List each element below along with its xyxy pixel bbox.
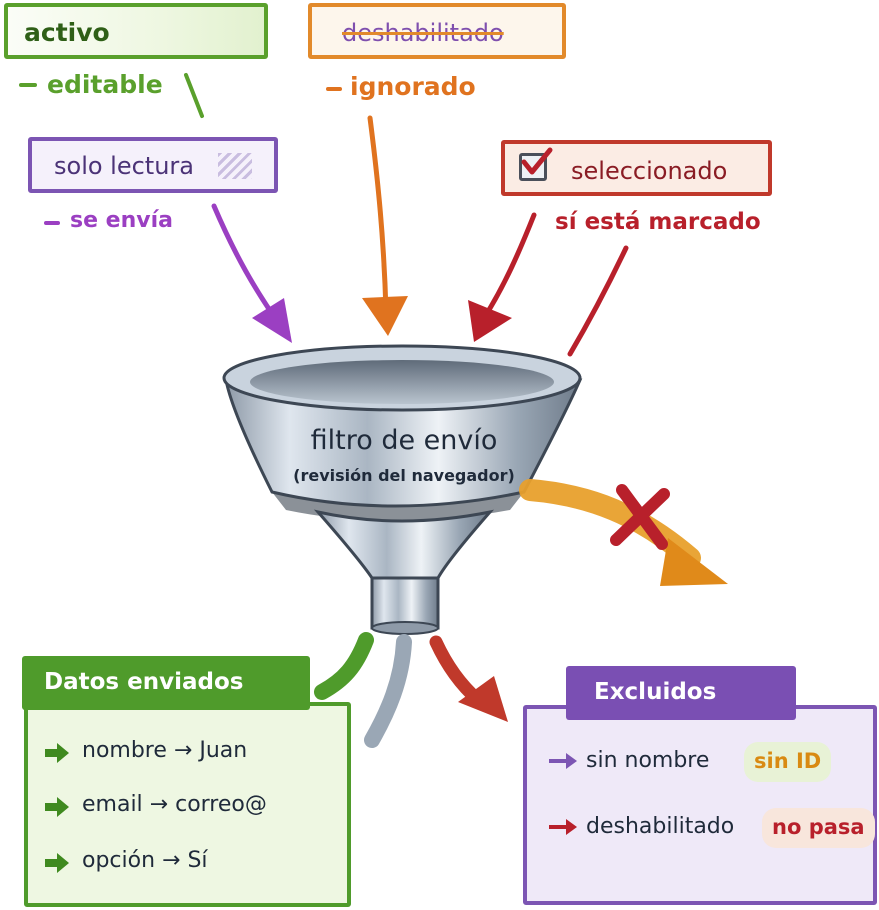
state-box-solo-lectura: solo lectura — [28, 137, 278, 193]
note-editable: editable — [19, 70, 163, 99]
datos-enviados-title: Datos enviados — [44, 669, 244, 695]
arrow-right-icon — [45, 853, 69, 873]
gray-output-stream — [364, 634, 412, 748]
excluidos-title: Excluidos — [594, 679, 717, 705]
note-se-envia: se envía — [44, 208, 173, 233]
red-output-arrowhead — [458, 676, 508, 722]
seleccionado-arrow — [481, 212, 537, 321]
state-box-seleccionado: seleccionado — [501, 140, 772, 196]
funnel-icon — [222, 344, 583, 635]
excluidos-row-label: deshabilitado — [586, 814, 735, 839]
field-name: opción — [82, 848, 156, 873]
ignorado-arrow — [367, 115, 389, 315]
funnel-title: filtro de envío — [310, 425, 498, 456]
field-name: nombre — [82, 738, 167, 763]
field-value: Juan — [199, 738, 248, 763]
field-value: Sí — [187, 848, 208, 873]
note-ignorado: ignorado — [326, 72, 476, 101]
red-output-arrow — [429, 635, 485, 707]
note-editable-text: editable — [47, 70, 163, 99]
note-si-marcado: sí está marcado — [555, 209, 761, 235]
solo-lectura-arrowhead — [252, 298, 292, 343]
marcado-connector-line — [567, 245, 629, 357]
editable-connector-line — [184, 73, 204, 118]
arrow-right-icon — [45, 797, 69, 817]
note-se-envia-text: se envía — [70, 208, 173, 233]
datos-row-text: email → correo@ — [82, 792, 267, 817]
arrow-right-icon — [549, 753, 577, 769]
seleccionado-arrowhead — [468, 300, 512, 342]
dash-icon — [44, 221, 60, 225]
readonly-hatch-icon — [218, 153, 252, 179]
state-box-activo: activo — [4, 3, 268, 59]
badge-no-pasa: no pasa — [762, 808, 875, 848]
arrow-right-icon — [45, 743, 69, 763]
state-label-activo: activo — [24, 18, 110, 47]
ignorado-arrowhead — [362, 296, 408, 336]
datos-enviados-header: Datos enviados — [22, 656, 310, 710]
badge-sin-id: sin ID — [744, 742, 832, 782]
excluidos-row-label: sin nombre — [586, 748, 710, 773]
excluidos-panel — [523, 705, 877, 905]
green-output-stream — [314, 632, 374, 700]
dash-icon — [326, 87, 342, 91]
state-label-deshabilitado: deshabilitado — [342, 19, 504, 47]
dash-icon — [19, 83, 37, 87]
field-name: email — [82, 792, 143, 817]
reject-x-icon — [610, 484, 670, 550]
rejected-flow-arrowhead — [660, 538, 728, 586]
state-box-deshabilitado: deshabilitado — [308, 3, 566, 59]
checkbox-checked-icon — [519, 147, 553, 181]
excluidos-header: Excluidos — [566, 666, 796, 720]
funnel-subtitle: (revisión del navegador) — [293, 466, 515, 485]
state-label-solo-lectura: solo lectura — [54, 152, 194, 180]
field-value: correo@ — [175, 792, 267, 817]
datos-row-text: opción → Sí — [82, 848, 208, 873]
note-ignorado-text: ignorado — [350, 72, 476, 101]
datos-row-text: nombre → Juan — [82, 738, 248, 763]
arrow-right-icon — [549, 819, 577, 835]
state-label-seleccionado: seleccionado — [571, 157, 728, 185]
